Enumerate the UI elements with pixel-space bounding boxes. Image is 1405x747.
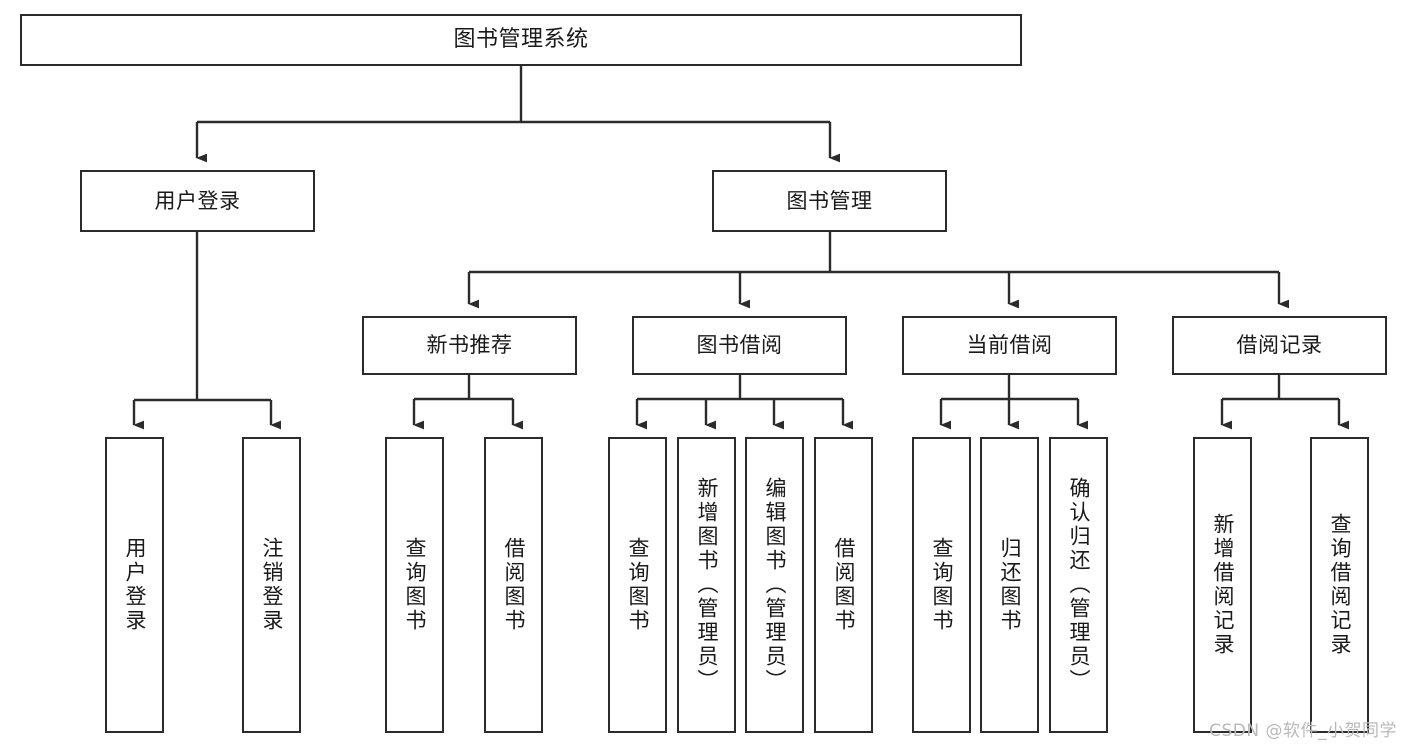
node-leaf-confirm-return-admin[interactable]: 确认归还（管理员） bbox=[1049, 437, 1108, 733]
node-leaf-logout[interactable]: 注销登录 bbox=[242, 437, 301, 733]
node-leaf-add-borrow-record[interactable]: 新增借阅记录 bbox=[1193, 437, 1252, 733]
node-borrowing-records[interactable]: 借阅记录 bbox=[1172, 316, 1387, 375]
node-current-borrowing[interactable]: 当前借阅 bbox=[902, 316, 1117, 375]
node-label: 借阅记录 bbox=[1236, 333, 1323, 358]
node-leaf-query-borrow-record[interactable]: 查询借阅记录 bbox=[1310, 437, 1369, 733]
node-root-book-management-system[interactable]: 图书管理系统 bbox=[20, 14, 1022, 66]
node-book-borrowing[interactable]: 图书借阅 bbox=[632, 316, 847, 375]
node-label: 归还图书 bbox=[998, 537, 1022, 633]
node-leaf-edit-book-admin[interactable]: 编辑图书（管理员） bbox=[745, 437, 804, 733]
node-leaf-query-book-current[interactable]: 查询图书 bbox=[912, 437, 971, 733]
node-leaf-borrow-book[interactable]: 借阅图书 bbox=[814, 437, 873, 733]
node-label: 图书管理 bbox=[786, 188, 873, 213]
node-label: 借阅图书 bbox=[832, 537, 856, 633]
node-book-management[interactable]: 图书管理 bbox=[712, 170, 947, 232]
node-leaf-borrow-book-new[interactable]: 借阅图书 bbox=[484, 437, 543, 733]
node-label: 图书借阅 bbox=[696, 333, 783, 358]
node-label: 当前借阅 bbox=[966, 333, 1053, 358]
node-leaf-user-login[interactable]: 用户登录 bbox=[105, 437, 164, 733]
node-label: 借阅图书 bbox=[502, 537, 526, 633]
node-label: 确认归还（管理员） bbox=[1067, 477, 1091, 693]
node-label: 图书管理系统 bbox=[453, 26, 589, 52]
node-label: 查询借阅记录 bbox=[1328, 513, 1352, 657]
node-label: 注销登录 bbox=[260, 537, 284, 633]
node-label: 用户登录 bbox=[123, 537, 147, 633]
node-user-login[interactable]: 用户登录 bbox=[80, 170, 315, 232]
node-label: 编辑图书（管理员） bbox=[763, 477, 787, 693]
node-label: 新书推荐 bbox=[426, 333, 513, 358]
node-leaf-return-book[interactable]: 归还图书 bbox=[980, 437, 1039, 733]
node-label: 查询图书 bbox=[930, 537, 954, 633]
node-label: 新增图书（管理员） bbox=[695, 477, 719, 693]
node-leaf-query-book-new[interactable]: 查询图书 bbox=[385, 437, 444, 733]
node-new-book-recommendation[interactable]: 新书推荐 bbox=[362, 316, 577, 375]
node-leaf-add-book-admin[interactable]: 新增图书（管理员） bbox=[677, 437, 736, 733]
node-label: 用户登录 bbox=[154, 188, 241, 213]
node-label: 查询图书 bbox=[626, 537, 650, 633]
node-label: 新增借阅记录 bbox=[1211, 513, 1235, 657]
node-leaf-query-book-borrow[interactable]: 查询图书 bbox=[608, 437, 667, 733]
node-label: 查询图书 bbox=[403, 537, 427, 633]
